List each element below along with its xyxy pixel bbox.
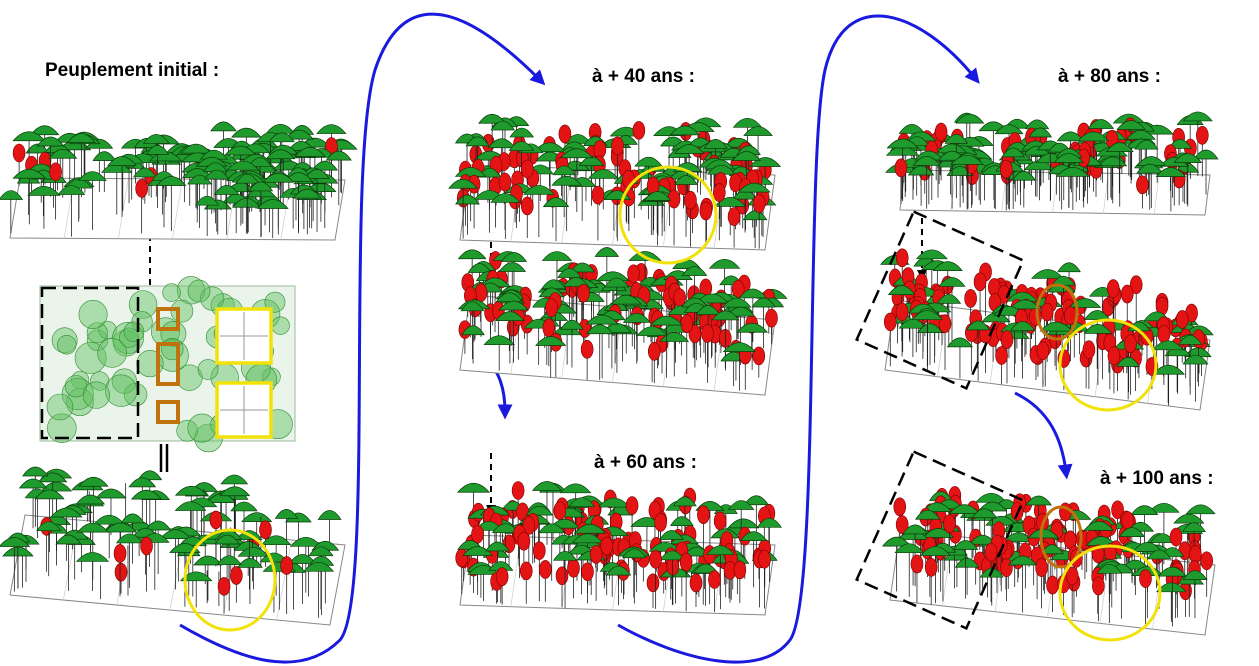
label-60-years: à + 60 ans :	[594, 452, 697, 473]
label-40-years: à + 40 ans :	[592, 66, 695, 87]
gap-circle-initial	[183, 528, 277, 632]
label-100-years: à + 100 ans :	[1100, 468, 1214, 489]
cut-area-dashed-box	[40, 286, 140, 440]
equals-sign	[159, 444, 169, 472]
stand-60	[455, 481, 782, 616]
gap-circle-40	[618, 165, 718, 265]
stand-80-cut	[880, 248, 1214, 411]
flow-arrow-initial-to-40	[179, 12, 546, 664]
stand-initial	[0, 121, 358, 241]
small-gap-circle-80	[1035, 283, 1079, 341]
small-gap-box-2	[156, 342, 180, 386]
small-gap-circle-100	[1039, 505, 1083, 569]
gap-circle-100	[1058, 544, 1162, 642]
stand-40-cut	[457, 247, 788, 396]
gap-highlights	[183, 165, 1162, 642]
gap-circle-80	[1058, 318, 1158, 412]
cut-dashed-80	[855, 209, 1025, 391]
flow-arrow-80-to-100	[1014, 391, 1073, 480]
initial-top-view-map	[39, 276, 296, 453]
small-gap-box-1	[156, 307, 180, 331]
label-initial-stand: Peuplement initial :	[45, 60, 220, 81]
stand-80	[885, 111, 1219, 216]
stand-after-gaps	[0, 466, 346, 626]
label-80-years: à + 80 ans :	[1058, 66, 1161, 87]
cut-dashed-100	[855, 449, 1025, 631]
stand-40-control	[448, 113, 782, 251]
flow-arrow-60-to-80	[617, 14, 980, 664]
small-gap-box-3	[156, 400, 180, 424]
